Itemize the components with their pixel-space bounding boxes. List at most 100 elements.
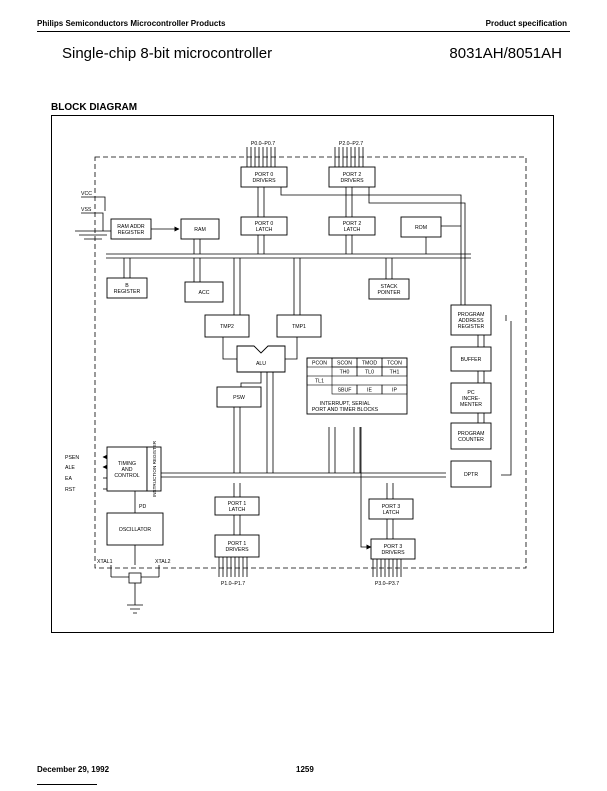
block-port0-latch-label-0: PORT 0: [255, 221, 274, 227]
block-instruction-register: [146, 446, 162, 492]
block-acc: [184, 281, 224, 303]
block-port0-drivers: [240, 166, 288, 188]
sfr-cell-ie-label: IE: [367, 388, 372, 394]
block-psw: [216, 386, 262, 408]
p1-label: P1.0–P1.7: [221, 581, 245, 587]
block-port2-drivers: [328, 166, 376, 188]
block-prog-counter-label-1: COUNTER: [458, 437, 484, 443]
p3-label: P3.0–P3.7: [375, 581, 399, 587]
sfr-cell-tl1: [306, 375, 333, 386]
block-b-reg: [106, 277, 148, 299]
block-port0-drivers-label-1: DRIVERS: [252, 178, 276, 184]
psen-label: PSEN: [65, 455, 79, 461]
block-port1-latch-label-1: LATCH: [229, 507, 246, 513]
block-port3-latch: [368, 498, 414, 520]
block-alu-label: ALU: [256, 361, 266, 367]
block-alu: [236, 345, 286, 373]
block-dptr-label-0: DPTR: [464, 472, 478, 478]
sfr-cell-th0-label: TH0: [340, 370, 350, 376]
rst-label: RST: [65, 487, 76, 493]
block-acc-label-0: ACC: [199, 290, 210, 296]
block-stack-label-0: STACK: [381, 284, 398, 290]
sfr-caption-2: PORT AND TIMER BLOCKS: [312, 407, 379, 413]
block-prog-counter: [450, 422, 492, 450]
block-port3-drivers-label-0: PORT 3: [384, 544, 403, 550]
sfr-cell-tmod-label: TMOD: [362, 361, 378, 367]
section-title: BLOCK DIAGRAM: [51, 102, 138, 113]
sfr-cell-ip-label: IP: [392, 388, 397, 394]
p2-label: P2.0–P2.7: [339, 141, 363, 147]
sfr-caption-1: INTERRUPT, SERIAL: [320, 401, 371, 407]
p0-label: P0.0–P0.7: [251, 141, 275, 147]
block-ram-label-0: RAM: [194, 227, 206, 233]
sfr-cell-th1-label: TH1: [390, 370, 400, 376]
vss-label: VSS: [81, 207, 92, 213]
block-prog-addr-label-0: PROGRAM: [458, 312, 485, 318]
block-tmp1-label-0: TMP1: [292, 324, 306, 330]
sfr-cell-tcon-label: TCON: [387, 361, 402, 367]
block-pc-inc-label-0: PC: [467, 390, 474, 396]
block-pc-inc: [450, 382, 492, 414]
block-port2-drivers-label-1: DRIVERS: [340, 178, 364, 184]
block-port1-drivers-label-1: DRIVERS: [225, 547, 249, 553]
block-port1-latch-label-0: PORT 1: [228, 501, 247, 507]
block-buffer: [450, 346, 492, 372]
block-pc-inc-label-1: INCRE-: [462, 396, 480, 402]
block-ram-addr-label-0: RAM ADDR: [117, 224, 145, 230]
footer-date: December 29, 1992: [37, 765, 110, 774]
footer-rule: [37, 784, 97, 785]
part-number: 8031AH/8051AH: [449, 45, 562, 62]
header-doc-type: Product specification: [485, 19, 567, 28]
ea-label: EA: [65, 476, 72, 482]
block-prog-addr-label-2: REGISTER: [458, 324, 485, 330]
block-stack: [368, 278, 410, 300]
block-stack-label-1: POINTER: [377, 290, 400, 296]
block-port3-drivers-label-1: DRIVERS: [381, 550, 405, 556]
block-port2-drivers-label-0: PORT 2: [343, 172, 362, 178]
block-port0-drivers-label-0: PORT 0: [255, 172, 274, 178]
block-port2-latch-label-0: PORT 2: [343, 221, 362, 227]
block-port3-drivers: [370, 538, 416, 560]
sfr-cell-scon-label: SCON: [337, 361, 352, 367]
block-port1-drivers: [214, 534, 260, 558]
block-timing-label-1: AND: [122, 467, 133, 473]
diagram-frame: [51, 115, 554, 633]
block-dptr: [450, 460, 492, 488]
block-rom: [400, 216, 442, 238]
block-oscillator-label-0: OSCILLATOR: [119, 527, 152, 533]
block-port3-latch-label-0: PORT 3: [382, 504, 401, 510]
block-pc-inc-label-2: MENTER: [460, 402, 482, 408]
xtal2-label: XTAL2: [155, 559, 171, 565]
block-rom-label-0: ROM: [415, 225, 427, 231]
block-timing-label-0: TIMING: [118, 461, 136, 467]
block-port1-drivers-label-0: PORT 1: [228, 541, 247, 547]
page-title: Single-chip 8-bit microcontroller: [62, 45, 273, 62]
block-b-reg-label-1: REGISTER: [114, 289, 141, 295]
header-rule: [37, 31, 570, 32]
block-port3-latch-label-1: LATCH: [383, 510, 400, 516]
sfr-cell-pcon-label: PCON: [312, 361, 327, 367]
block-tmp2-label-0: TMP2: [220, 324, 234, 330]
block-port1-latch: [214, 496, 260, 516]
block-timing-label-2: CONTROL: [114, 473, 139, 479]
block-psw-label-0: PSW: [233, 395, 245, 401]
ale-label: ALE: [65, 465, 75, 471]
block-tmp2: [204, 314, 250, 338]
block-prog-addr: [450, 304, 492, 336]
block-ram: [180, 218, 220, 240]
page-number: 1259: [296, 765, 314, 774]
block-port2-latch-label-1: LATCH: [344, 227, 361, 233]
block-port0-latch-label-1: LATCH: [256, 227, 273, 233]
block-ram-addr: [110, 218, 152, 240]
block-tmp1: [276, 314, 322, 338]
block-prog-addr-label-1: ADDRESS: [458, 318, 484, 324]
block-instruction-register-label: INSTRUCTION REGISTER: [152, 440, 157, 497]
block-port0-latch: [240, 216, 288, 236]
header-company: Philips Semiconductors Microcontroller P…: [37, 19, 226, 28]
block-ram-addr-label-1: REGISTER: [118, 230, 145, 236]
pd-label: PD: [139, 504, 146, 510]
block-buffer-label-0: BUFFER: [461, 357, 482, 363]
sfr-cell-th1: [381, 366, 408, 377]
